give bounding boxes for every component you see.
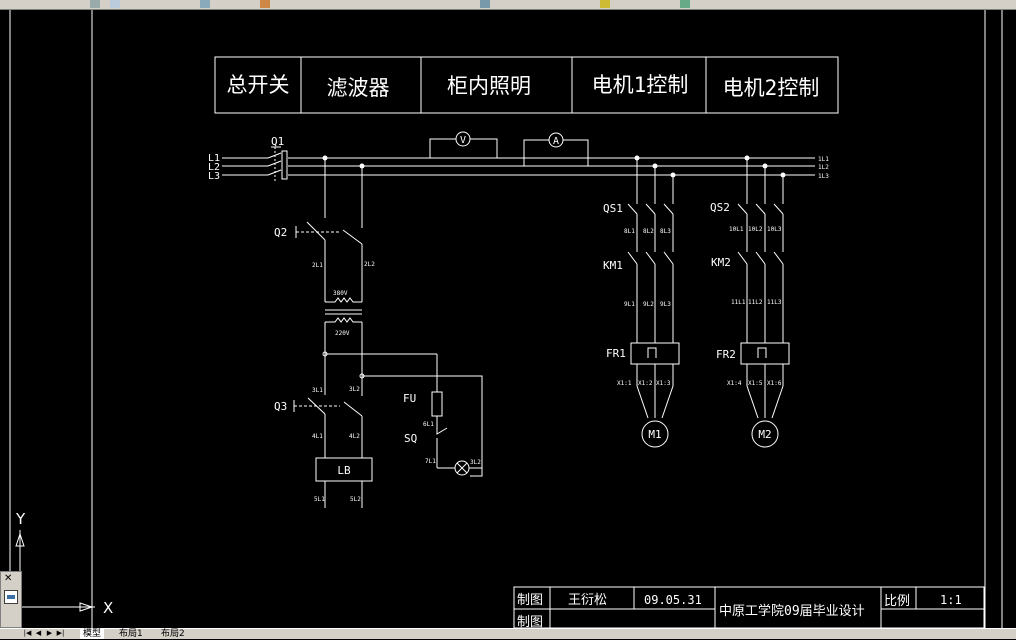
label-lb: LB [337,464,351,477]
terminal-9l2: 9L2 [643,301,654,308]
label-km1: KM1 [603,259,623,272]
title-block-drawn-name: 王衍松 [568,593,607,608]
next-tab-icon[interactable]: ▶ [46,629,53,637]
title-block-scale-label: 比例 [884,594,910,609]
toolbar-tool-icon[interactable] [480,0,490,8]
bus-label-2: 1L2 [818,164,829,171]
label-q2: Q2 [274,226,287,239]
terminal-5l1: 5L1 [314,496,325,503]
header-cell-main-switch: 总开关 [227,73,290,97]
label-km2: KM2 [711,256,731,269]
electrical-schematic: 总开关 滤波器 柜内照明 电机1控制 电机2控制 Q1 L1 L2 L3 V A… [9,10,1003,630]
label-qs1: QS1 [603,202,623,215]
toolbar-tool-icon[interactable] [110,0,120,8]
title-block-row2-label: 制图 [517,615,543,628]
header-cell-cabinet-lighting: 柜内照明 [447,74,531,98]
terminal-2l2: 2L2 [364,261,375,268]
title-block-school: 中原工学院09届毕业设计 [719,603,865,619]
terminal-9l1: 9L1 [624,301,635,308]
ucs-y-label: Y [15,510,26,528]
label-l2: L2 [208,162,220,173]
terminal-5l2: 5L2 [350,496,361,503]
terminal-6l1: 6L1 [423,421,434,428]
terminal-x1-6: X1:6 [767,380,782,387]
title-block-scale-value: 1:1 [940,593,962,607]
toolbar-tool-icon[interactable] [200,0,210,8]
terminal-3l2-lamp: 3L2 [470,459,481,466]
label-m2: M2 [758,428,771,441]
layout-tab-bar: |◀ ◀ ▶ ▶| 模型 布局1 布局2 [0,628,1016,639]
terminal-7l1: 7L1 [425,458,436,465]
header-cell-filter: 滤波器 [327,76,390,100]
voltmeter-label: V [460,135,466,146]
toolbar-tool-icon[interactable] [680,0,690,8]
terminal-11l1: 11L1 [731,299,746,306]
label-sq: SQ [404,432,417,445]
terminal-x1-3: X1:3 [656,380,671,387]
terminal-x1-5: X1:5 [748,380,763,387]
terminal-9l3: 9L3 [660,301,671,308]
terminal-11l3: 11L3 [767,299,782,306]
toolbar-tool-icon[interactable] [260,0,270,8]
ammeter-label: A [553,136,559,147]
label-q1: Q1 [271,135,284,148]
label-qs2: QS2 [710,201,730,214]
close-icon[interactable]: ✕ [4,573,13,584]
terminal-x1-4: X1:4 [727,380,742,387]
terminal-8l3: 8L3 [660,228,671,235]
first-tab-icon[interactable]: |◀ [23,629,32,637]
terminal-8l2: 8L2 [643,228,654,235]
bus-label-1: 1L1 [818,156,829,163]
title-block-date: 09.05.31 [644,593,702,607]
tool-palette[interactable]: ✕ [0,571,22,628]
label-220v: 220V [335,330,350,337]
header-cell-motor1-control: 电机1控制 [592,73,689,97]
terminal-x1-1: X1:1 [617,380,632,387]
tab-layout2[interactable]: 布局2 [161,629,185,639]
header-cell-motor2-control: 电机2控制 [723,76,820,100]
prev-tab-icon[interactable]: ◀ [35,629,42,637]
terminal-4l1: 4L1 [312,433,323,440]
label-fu: FU [403,392,416,405]
label-fr2: FR2 [716,348,736,361]
label-q3: Q3 [274,400,287,413]
label-l1: L1 [208,153,220,164]
last-tab-icon[interactable]: ▶| [56,629,65,637]
terminal-10l2: 10L2 [748,226,763,233]
terminal-2l1: 2L1 [312,262,323,269]
terminal-8l1: 8L1 [624,228,635,235]
drawing-canvas[interactable]: 总开关 滤波器 柜内照明 电机1控制 电机2控制 Q1 L1 L2 L3 V A… [0,10,1016,630]
label-m1: M1 [648,428,661,441]
properties-icon[interactable] [4,590,18,604]
label-fr1: FR1 [606,347,626,360]
terminal-4l2: 4L2 [349,433,360,440]
terminal-11l2: 11L2 [748,299,763,306]
title-block-drawn-label: 制图 [517,593,543,608]
terminal-10l3: 10L3 [767,226,782,233]
toolbar-tool-icon[interactable] [90,0,100,8]
bus-label-3: 1L3 [818,173,829,180]
tab-model[interactable]: 模型 [80,629,105,639]
label-l3: L3 [208,171,220,182]
terminal-x1-2: X1:2 [638,380,653,387]
toolbar-tool-icon[interactable] [600,0,610,8]
label-380v: 380V [333,290,348,297]
terminal-3l1: 3L1 [312,387,323,394]
cad-toolbar [0,0,1016,10]
terminal-10l1: 10L1 [729,226,744,233]
tab-layout1[interactable]: 布局1 [119,629,143,639]
ucs-x-label: X [103,599,113,617]
terminal-3l2: 3L2 [349,386,360,393]
